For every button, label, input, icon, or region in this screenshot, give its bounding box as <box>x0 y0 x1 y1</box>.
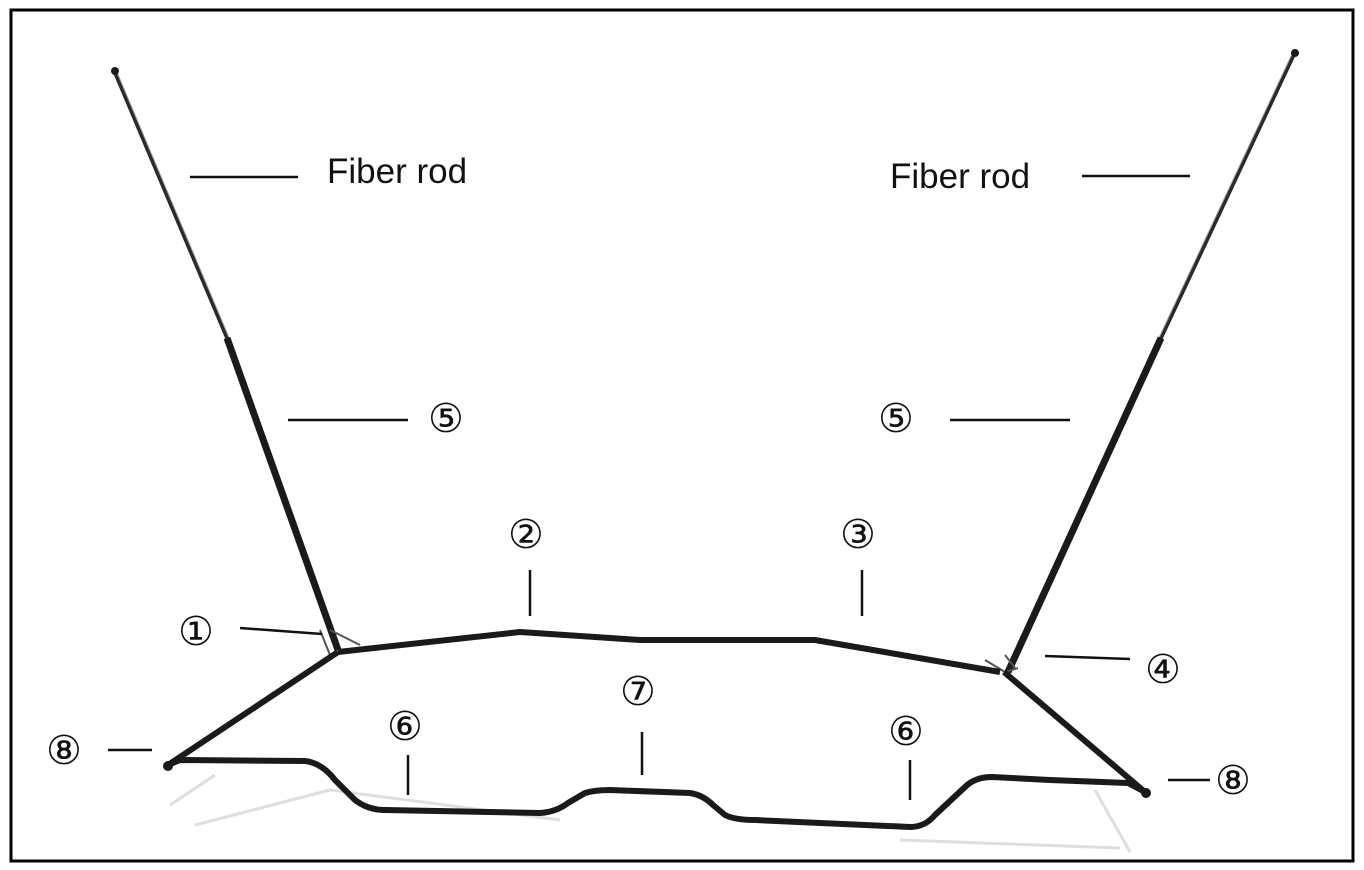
label-3: ③ <box>840 512 876 558</box>
label-4: ④ <box>1145 647 1181 693</box>
left-end-cap <box>163 761 173 771</box>
left-pole <box>223 336 342 652</box>
label-6-left: ⑥ <box>387 704 423 750</box>
diagram-border <box>9 8 1355 863</box>
floor-shadow <box>169 773 1132 853</box>
top-frame-bar <box>337 629 1001 675</box>
label-7: ⑦ <box>620 669 656 715</box>
label-8-right: ⑧ <box>1215 758 1251 804</box>
right-end-cap <box>1141 788 1151 798</box>
right-pole <box>1004 336 1165 674</box>
label-fiber-rod-right: Fiber rod <box>890 157 1030 196</box>
label-6-right: ⑥ <box>888 709 924 755</box>
label-2: ② <box>508 512 544 558</box>
label-5-right: ⑤ <box>878 396 914 442</box>
left-side-bar <box>166 649 340 768</box>
label-5-left: ⑤ <box>428 396 464 442</box>
right-fiber-rod <box>1157 49 1299 341</box>
bottom-frame-bar <box>165 757 1148 830</box>
label-fiber-rod-left: Fiber rod <box>327 152 467 191</box>
label-1: ① <box>178 609 214 655</box>
leader-lines <box>108 174 1210 800</box>
left-fiber-rod <box>111 67 231 341</box>
right-side-bar <box>1002 669 1147 795</box>
label-8-left: ⑧ <box>46 728 82 774</box>
